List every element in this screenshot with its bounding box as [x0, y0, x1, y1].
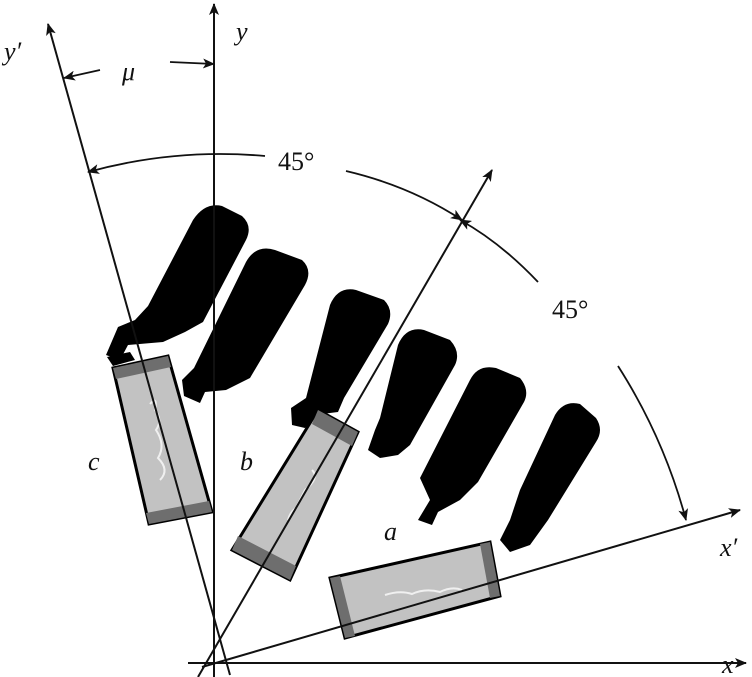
label-mu: μ	[121, 57, 135, 86]
axis-45-line	[197, 169, 493, 677]
angle-arcs	[63, 58, 688, 521]
lead-pads	[106, 205, 600, 552]
labels: y′ y μ 45° 45° c b a x′ x	[1, 17, 738, 677]
gauge-grid-c	[107, 352, 214, 526]
label-y-prime: y′	[1, 37, 22, 66]
label-x: x	[721, 650, 734, 677]
pad-a-right	[500, 403, 600, 552]
y-prime-axis	[46, 23, 231, 676]
label-x-prime: x′	[719, 533, 738, 562]
gauge-grid-a	[328, 540, 502, 640]
label-gauge-a: a	[384, 517, 397, 546]
pad-b-left	[291, 289, 391, 428]
label-gauge-c: c	[88, 447, 100, 476]
label-y: y	[233, 17, 248, 46]
pad-b-right	[368, 329, 458, 458]
label-gauge-b: b	[240, 447, 253, 476]
label-angle-lower: 45°	[552, 295, 588, 324]
x-prime-axis	[201, 508, 741, 668]
axes	[46, 3, 747, 677]
label-angle-upper: 45°	[278, 147, 314, 176]
pad-a-left	[418, 367, 527, 525]
